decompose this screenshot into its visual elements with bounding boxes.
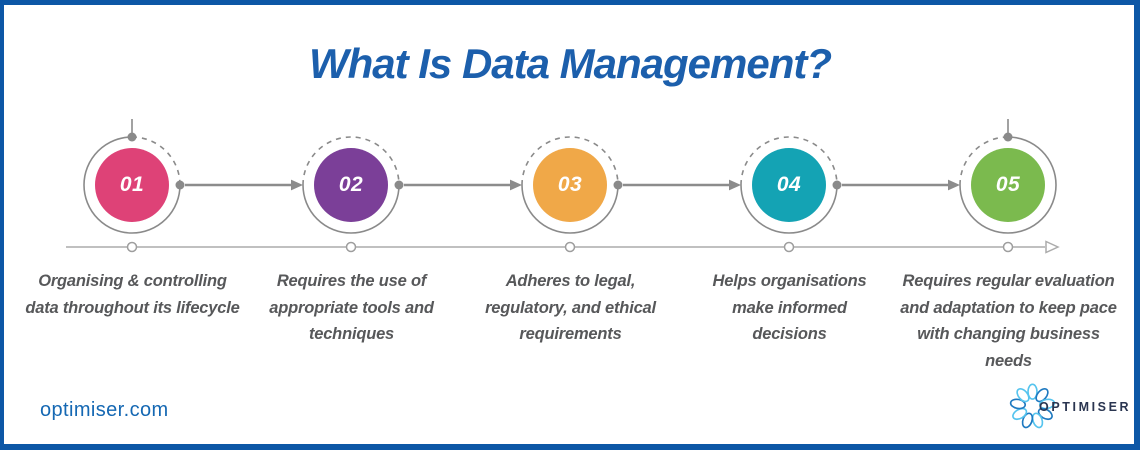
step-ring-05 [959, 119, 1057, 234]
step-description-02: Requires the use of appropriate tools an… [269, 272, 434, 344]
step-circle-01: 01 [95, 148, 169, 222]
optimiser-logo: OPTIMISER [1008, 382, 1132, 434]
step-circle-03: 03 [533, 148, 607, 222]
step-description-05: Requires regular evaluation and adaptati… [900, 272, 1117, 371]
step-number-02: 02 [338, 173, 364, 196]
step-circle-02: 02 [314, 148, 388, 222]
step-circle-05: 05 [971, 148, 1045, 222]
step-description-01: Organising & controlling data throughout… [25, 272, 240, 317]
step-number-03: 03 [557, 173, 583, 196]
website-link: optimiser.com [40, 399, 169, 421]
step-ring-04 [740, 136, 842, 234]
step-number-01: 01 [119, 173, 145, 196]
step-description-03: Adheres to legal, regulatory, and ethica… [485, 272, 656, 344]
step-number-05: 05 [995, 173, 1021, 196]
step-ring-01 [83, 119, 185, 234]
page-title: What Is Data Management? [308, 40, 832, 87]
step-number-04: 04 [776, 173, 802, 196]
optimiser-logo-icon [1009, 383, 1056, 429]
step-description-04: Helps organisations make informed decisi… [712, 272, 867, 344]
step-ring-02 [302, 136, 404, 234]
step-ring-03 [521, 136, 623, 234]
optimiser-logo-text: OPTIMISER [1039, 400, 1132, 414]
step-circle-04: 04 [752, 148, 826, 222]
